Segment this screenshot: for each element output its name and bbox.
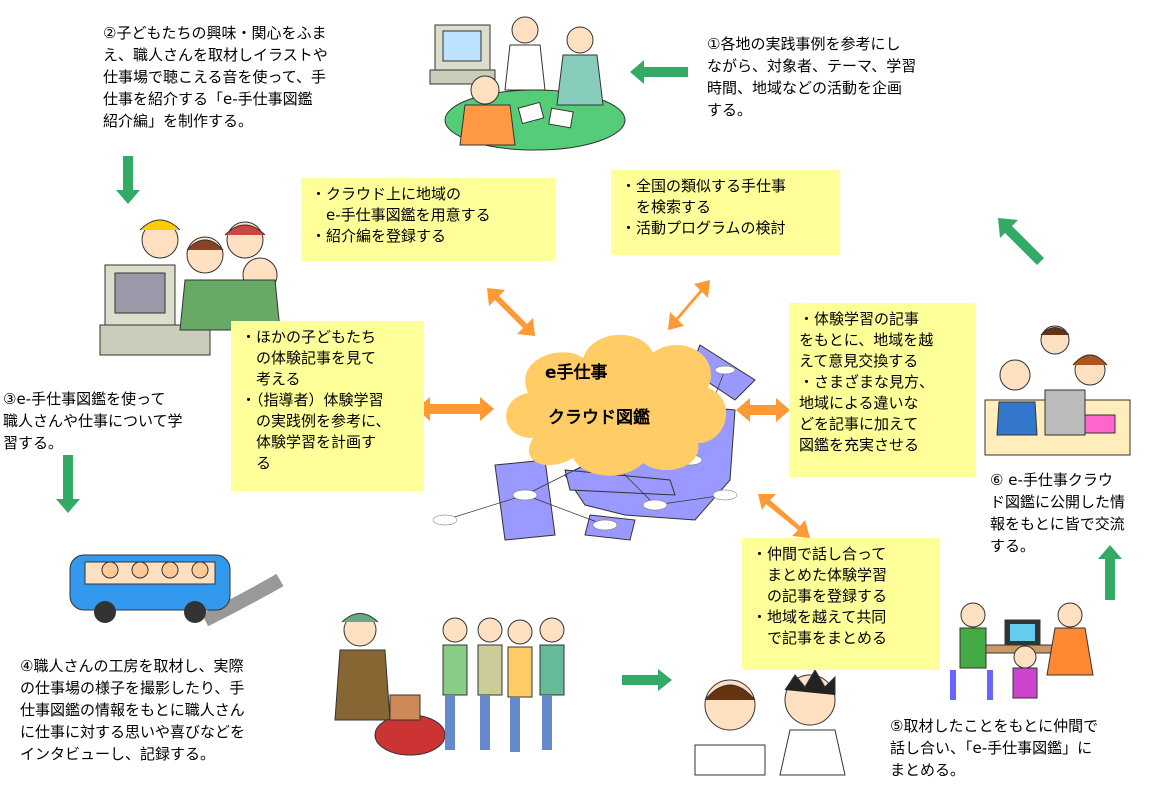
step-2-text: ②子どもたちの興味・関心をふま え、職人さんを取材しイラストや 仕事場で聴こえる… (103, 24, 328, 130)
flow-arrow-3-to-4 (56, 455, 80, 513)
double-arrow-exchange (736, 398, 790, 422)
double-arrow-register (758, 494, 810, 538)
bus-illustration (69, 554, 284, 627)
craftsman-interview-illustration (334, 613, 565, 756)
step-3-text: ③e‐手仕事図鑑を使って 職人さんや仕事について学 習する。 (3, 390, 183, 452)
flow-arrow-1-to-2 (630, 60, 688, 84)
double-arrow-setup (487, 288, 535, 336)
flow-arrow-5-to-6 (1098, 545, 1122, 600)
cloud-title-line1: e手仕事 (545, 363, 608, 383)
children-computer-illustration (99, 219, 281, 356)
note-cloud-setup: ・クラウド上に地域の e-手仕事図鑑を用意する ・紹介編を登録する (301, 178, 555, 261)
step-6-text: ⑥ e‐手仕事クラウ ド図鑑に公開した情 報をもとに皆で交流 する。 (990, 471, 1126, 555)
double-arrow-search (668, 280, 710, 330)
flow-arrow-6-to-1 (998, 218, 1044, 265)
flow-arrow-4-to-5 (622, 669, 672, 691)
children-exchange-illustration (984, 325, 1131, 456)
cloud-shape (506, 334, 727, 476)
step-1-text: ①各地の実践事例を参考にし ながら、対象者、テーマ、学習 時間、地域などの活動を… (707, 35, 917, 119)
office-meeting-illustration (429, 16, 626, 151)
children-discussion-illustration (950, 602, 1094, 700)
step-5-text: ⑤取材したことをもとに仲間で 話し合い、「e‐手仕事図鑑」に まとめる。 (890, 717, 1099, 779)
double-arrow-plan (416, 397, 494, 421)
step-4-text: ④職人さんの工房を取材し、実際 の仕事場の様子を撮影したり、手 仕事図鑑の情報を… (20, 657, 246, 763)
note-exchange: ・体験学習の記事 をもとに、地域を越 えて意見交換する ・さまざまな見方、 地域… (789, 303, 976, 477)
note-register: ・仲間で話し合って まとめた体験学習 の記事を登録する ・地域を越えて共同 で記… (742, 538, 940, 670)
cloud-title-line2: クラウド図鑑 (548, 408, 650, 428)
note-plan: ・ほかの子どもたち の体験記事を見て 考える ・（指導者）体験学習 の実践例を参… (231, 321, 424, 491)
flow-arrow-2-to-3 (116, 156, 140, 204)
note-search: ・全国の類似する手仕事 を検索する ・活動プログラムの検討 (611, 170, 840, 255)
children-writing-illustration (694, 669, 846, 776)
